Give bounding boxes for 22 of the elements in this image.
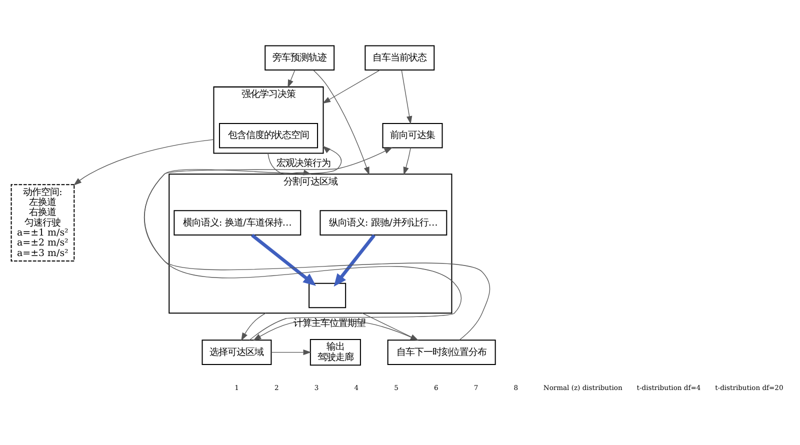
arrow — [241, 312, 266, 340]
node-box: 自车下一时刻位置分布 — [387, 339, 496, 364]
node-box: 输出 驾驶走廊 — [310, 338, 361, 366]
arrow — [270, 348, 312, 355]
node-box: 横向语义: 换道/车道保持… — [174, 210, 302, 235]
node-box — [308, 282, 346, 308]
arrow — [74, 138, 214, 185]
node-box: 选择可达区域 — [202, 339, 272, 364]
node-box: 前向可达集 — [382, 122, 443, 148]
arrow — [322, 69, 380, 104]
arrow — [401, 69, 412, 124]
node-box: 纵向语义: 跟驰/并列让行… — [320, 210, 448, 235]
arrow — [313, 69, 370, 175]
arrow — [288, 69, 296, 88]
arrow — [403, 147, 411, 175]
edge-label: 宏观决策行为 — [276, 158, 331, 169]
node-box: 旁车预测轨迹 — [264, 44, 335, 70]
arrow — [251, 233, 316, 286]
node-box: 动作空间: 左换道 右换道 匀速行驶 a=±1 m/s² a=±2 m/s² a=±3 m/s² — [10, 184, 75, 262]
arrow — [334, 234, 376, 286]
node-box: 自车当前状态 — [364, 44, 435, 70]
node-box: 包含信度的状态空间 — [218, 122, 318, 148]
